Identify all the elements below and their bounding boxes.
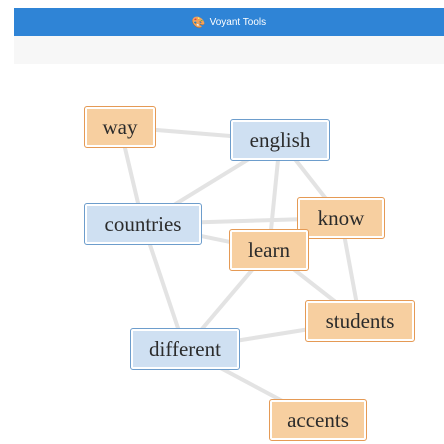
node-different[interactable]: different xyxy=(130,328,240,370)
node-students[interactable]: students xyxy=(305,300,415,342)
node-accents[interactable]: accents xyxy=(269,399,367,441)
node-english[interactable]: english xyxy=(230,119,330,161)
node-learn[interactable]: learn xyxy=(229,229,309,271)
voyant-logo-icon: 🎨 xyxy=(191,16,206,29)
node-countries[interactable]: countries xyxy=(84,203,202,245)
app-header: 🎨 Voyant Tools xyxy=(14,8,444,36)
toolbar xyxy=(14,36,444,64)
node-way[interactable]: way xyxy=(84,106,156,148)
app-title: Voyant Tools xyxy=(209,16,267,28)
node-know[interactable]: know xyxy=(297,197,385,239)
